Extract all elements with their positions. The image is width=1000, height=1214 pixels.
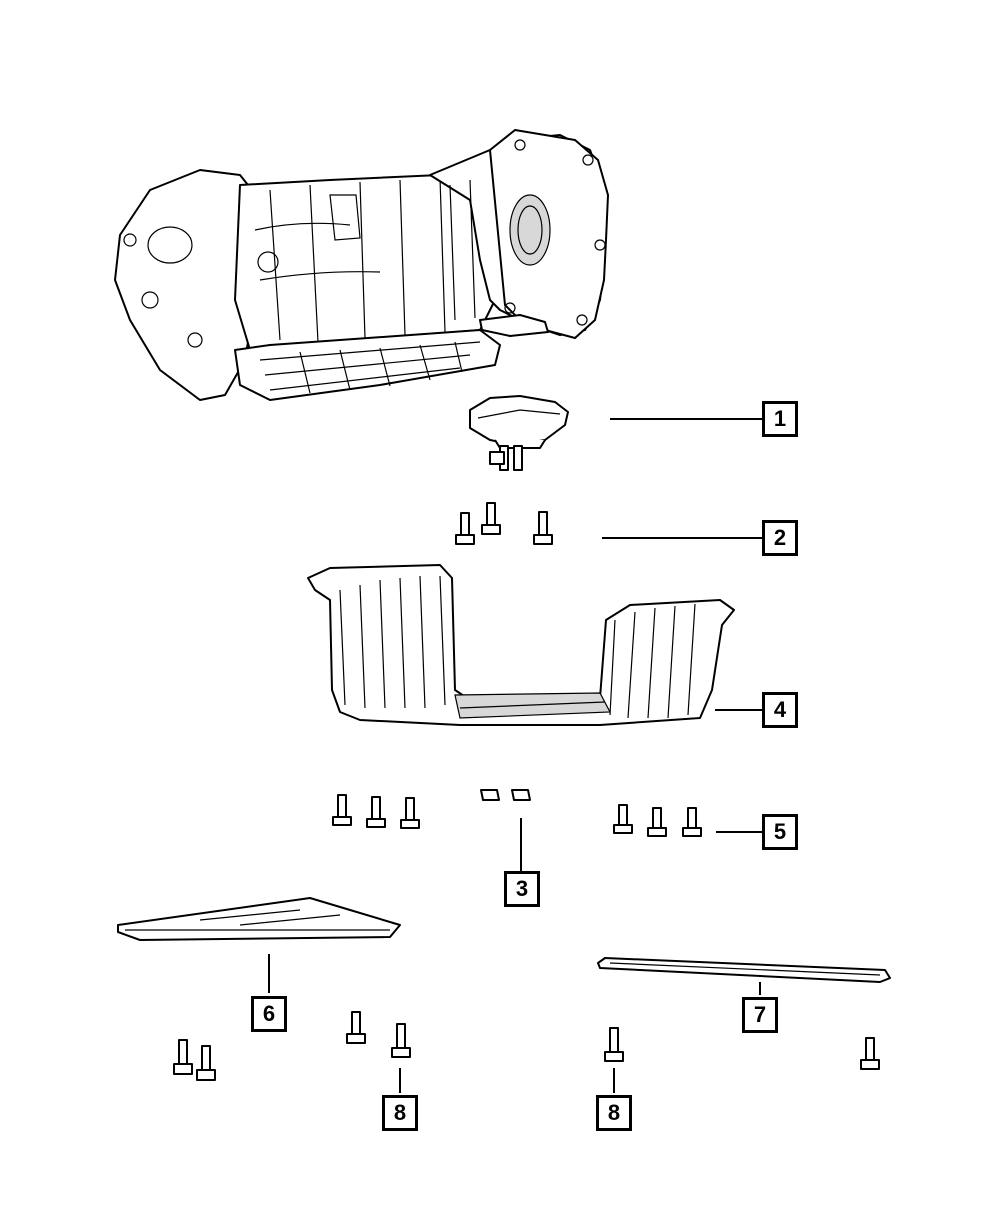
bolt-icon xyxy=(647,807,667,837)
bolt-icon xyxy=(196,1045,216,1081)
callout-3: 3 xyxy=(504,871,540,907)
bolt-icon xyxy=(366,796,386,828)
bolt-icon xyxy=(860,1037,880,1070)
callout-5: 5 xyxy=(762,814,798,850)
skid-plate-right xyxy=(597,957,891,983)
leader-lines xyxy=(268,418,762,1093)
bolt-icon xyxy=(400,797,420,829)
bolt-icon xyxy=(613,804,633,834)
nut-icon xyxy=(511,789,531,801)
nut-icon xyxy=(480,789,500,801)
callout-1: 1 xyxy=(762,401,798,437)
bolt-icon xyxy=(391,1023,411,1058)
callout-2: 2 xyxy=(762,520,798,556)
transmission-crossmember xyxy=(307,564,735,726)
bolt-icon xyxy=(481,502,501,535)
callout-4: 4 xyxy=(762,692,798,728)
bolt-icon xyxy=(346,1011,366,1044)
bolt-icon xyxy=(604,1027,624,1062)
transmission-mount xyxy=(469,395,569,471)
bolt-icon xyxy=(682,807,702,837)
callout-7: 7 xyxy=(742,997,778,1033)
bolt-icon xyxy=(455,512,475,545)
bolt-icon xyxy=(332,794,352,826)
bolt-icon xyxy=(173,1039,193,1075)
callout-8-left: 8 xyxy=(382,1095,418,1131)
skid-plate-left xyxy=(117,897,401,941)
transmission-assembly xyxy=(114,129,609,401)
bolt-icon xyxy=(533,511,553,545)
callout-6: 6 xyxy=(251,996,287,1032)
callout-8-right: 8 xyxy=(596,1095,632,1131)
